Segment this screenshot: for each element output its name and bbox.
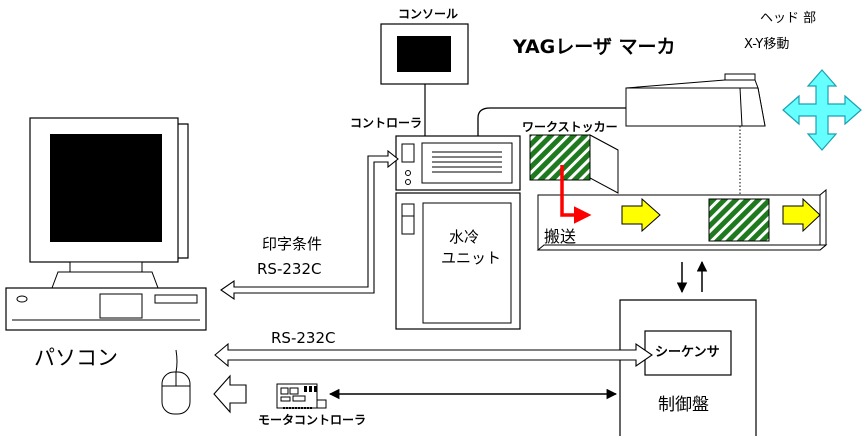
print-conditions-arrow [220, 149, 399, 301]
work-stocker [529, 134, 619, 194]
xy-move-label: X-Y移動 [744, 37, 790, 52]
controller-unit [395, 135, 521, 191]
control-panel [619, 299, 757, 436]
cross-arrow-icon [782, 69, 862, 151]
console-label: コンソール [398, 7, 459, 21]
controller-label: コントローラ [350, 116, 423, 130]
head-label: ヘッド 部 [760, 11, 817, 26]
console-monitor [380, 23, 469, 136]
work-stocker-label: ワークストッカー [522, 120, 618, 134]
motor-controller-label: モータコントローラ [258, 413, 367, 427]
laser-head [625, 73, 766, 198]
rs232c-label-top: RS-232C [257, 260, 322, 278]
rs232c-arrow [214, 342, 653, 368]
transport-label: 搬送 [544, 227, 577, 246]
rs232c-label-bottom: RS-232C [271, 329, 336, 347]
conveyor [536, 188, 828, 251]
pc-label: パソコン [34, 346, 118, 370]
fiber-cable [477, 107, 626, 136]
motor-input-arrow [213, 374, 247, 414]
pc [5, 117, 207, 331]
water-cooler-label-1: 水冷 [449, 228, 480, 246]
water-cooling-unit [395, 192, 521, 330]
diagram-title: YAGレーザ マーカ [513, 36, 676, 58]
control-panel-label: 制御盤 [658, 395, 709, 415]
mouse [161, 349, 191, 415]
yellow-arrow-icon [782, 197, 821, 233]
water-cooler-label-2: ユニット [441, 249, 502, 267]
sequencer-label: シーケンサ [655, 345, 720, 360]
yellow-arrow-icon [621, 197, 661, 233]
red-arrow-icon [560, 165, 592, 224]
motor-board-icon [276, 383, 327, 409]
print-conditions-label: 印字条件 [262, 235, 323, 253]
